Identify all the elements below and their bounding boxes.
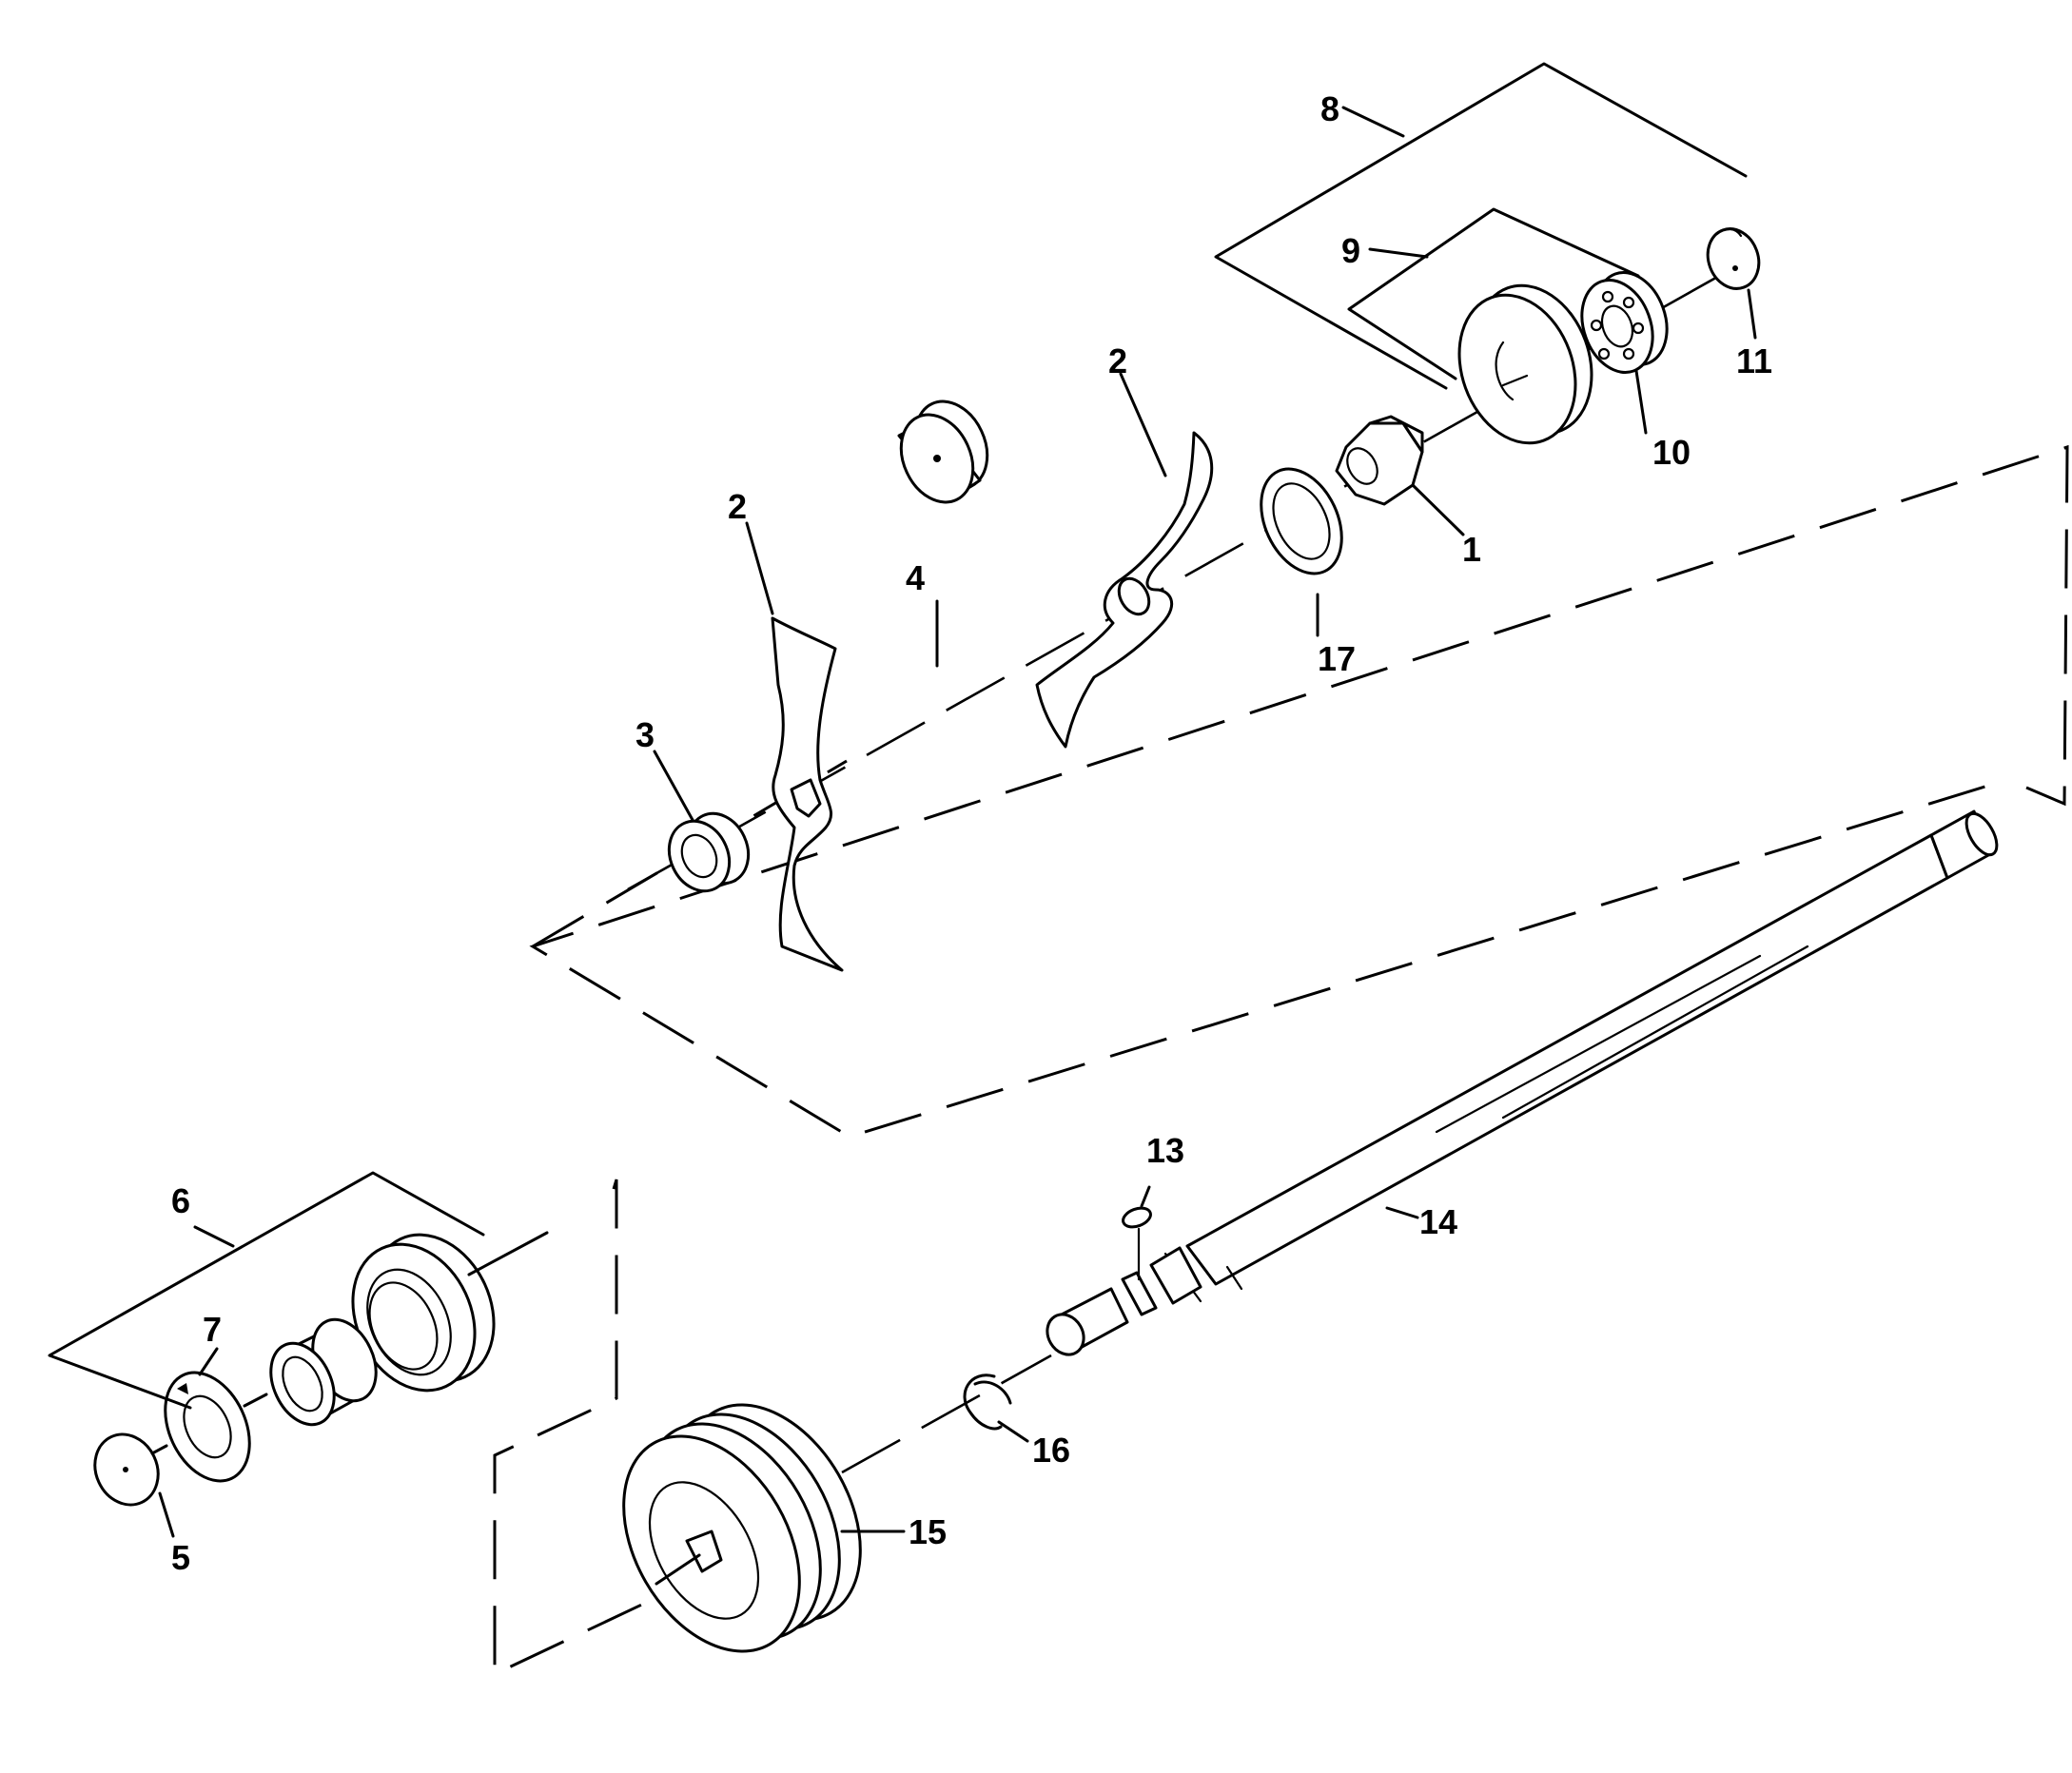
callout-2-left: 2 [728,487,747,526]
callout-11: 11 [1736,341,1772,380]
pulley-axis-front [655,1553,701,1586]
callout-2-right: 2 [1108,341,1127,380]
hex-nut [1335,415,1424,506]
callout-15: 15 [909,1512,947,1551]
callout-9: 9 [1341,231,1360,270]
callout-16: 16 [1032,1431,1070,1470]
callout-7: 7 [203,1310,222,1349]
pulley [622,1403,862,1653]
end-cap [93,1432,160,1507]
lower-assembly-envelope [493,1179,838,1677]
callout-13: 13 [1146,1131,1184,1170]
retaining-ring [963,1374,1003,1431]
woodruff-key [1122,1206,1152,1229]
leader-lines [158,288,1757,1538]
callout-1: 1 [1462,530,1481,569]
upper-assembly-envelope [529,444,2069,1139]
bracket-9 [1347,207,1640,380]
flat-washer [1260,467,1343,575]
callout-6: 6 [171,1181,190,1220]
hub-spacer [897,399,989,504]
callout-14: 14 [1419,1202,1457,1241]
callout-8: 8 [1320,89,1339,128]
callout-3: 3 [635,715,655,754]
bearing-cup [1457,283,1593,445]
callout-4: 4 [906,558,925,597]
callout-5: 5 [171,1538,190,1577]
lock-washer [164,1371,251,1483]
bracket-6 [48,1171,485,1410]
ball-bearing [1580,271,1669,374]
shaft [1046,809,1999,1356]
callout-10: 10 [1652,433,1691,472]
bearing-housing [351,1233,496,1393]
sleeve-bearing [269,1317,378,1427]
lower-axis-right [841,1354,1052,1474]
lower-axis-left [150,1444,168,1455]
callout-labels: 1 2 2 3 4 5 6 7 8 9 10 11 13 14 15 16 17 [171,89,1772,1577]
bracket-8 [1214,62,1748,390]
spacer-ring [667,811,751,893]
callout-17: 17 [1318,639,1356,678]
dust-cap [1706,227,1761,290]
blade-left-hub [790,778,822,818]
blade-right-hub [1117,576,1151,616]
